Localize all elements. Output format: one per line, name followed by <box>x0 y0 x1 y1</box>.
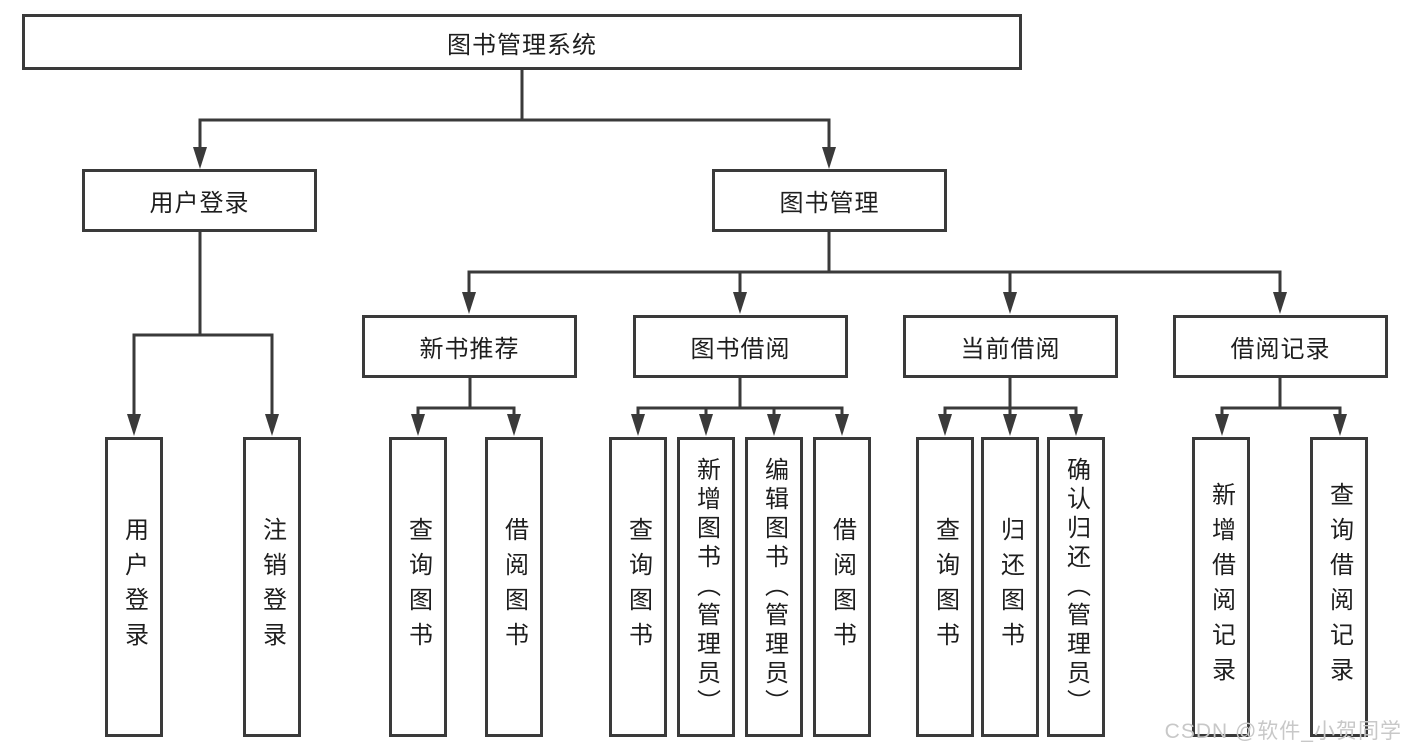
leaf-edit-book-admin: 编辑图书（管理员） <box>745 437 803 737</box>
node-book-borrow: 图书借阅 <box>633 315 848 378</box>
node-book-borrow-label: 图书借阅 <box>690 336 791 363</box>
node-user-login-label: 用户登录 <box>149 190 250 217</box>
node-book-management: 图书管理 <box>712 169 947 232</box>
node-current-borrow: 当前借阅 <box>903 315 1118 378</box>
leaf-confirm-return-admin: 确认归还（管理员） <box>1047 437 1105 737</box>
leaf-add-book-admin: 新增图书（管理员） <box>677 437 735 737</box>
leaf-add-book-admin-label: 新增图书（管理员） <box>692 456 720 718</box>
node-current-borrow-label: 当前借阅 <box>960 336 1061 363</box>
leaf-edit-book-admin-label: 编辑图书（管理员） <box>760 456 788 718</box>
leaf-query-book-recommend: 查询图书 <box>389 437 447 737</box>
node-book-management-label: 图书管理 <box>779 190 880 217</box>
leaf-logout-label: 注销登录 <box>258 517 286 657</box>
leaf-borrow-book: 借阅图书 <box>813 437 871 737</box>
watermark: CSDN @软件_小贺同学 <box>1164 720 1402 743</box>
node-new-book-recommend: 新书推荐 <box>362 315 577 378</box>
leaf-user-login: 用户登录 <box>105 437 163 737</box>
leaf-user-login-label: 用户登录 <box>120 517 148 657</box>
leaf-query-borrow-record-label: 查询借阅记录 <box>1325 482 1353 692</box>
leaf-query-book-current-label: 查询图书 <box>931 517 959 657</box>
leaf-borrow-book-recommend: 借阅图书 <box>485 437 543 737</box>
leaf-query-book-recommend-label: 查询图书 <box>404 517 432 657</box>
leaf-borrow-book-recommend-label: 借阅图书 <box>500 517 528 657</box>
leaf-query-book-borrow: 查询图书 <box>609 437 667 737</box>
leaf-return-book: 归还图书 <box>981 437 1039 737</box>
leaf-logout: 注销登录 <box>243 437 301 737</box>
leaf-query-book-borrow-label: 查询图书 <box>624 517 652 657</box>
leaf-confirm-return-admin-label: 确认归还（管理员） <box>1062 456 1090 718</box>
node-borrow-records: 借阅记录 <box>1173 315 1388 378</box>
node-root: 图书管理系统 <box>22 14 1022 70</box>
leaf-return-book-label: 归还图书 <box>996 517 1024 657</box>
leaf-add-borrow-record-label: 新增借阅记录 <box>1207 482 1235 692</box>
leaf-query-book-current: 查询图书 <box>916 437 974 737</box>
leaf-query-borrow-record: 查询借阅记录 <box>1310 437 1368 737</box>
node-user-login: 用户登录 <box>82 169 317 232</box>
leaf-borrow-book-label: 借阅图书 <box>828 517 856 657</box>
leaf-add-borrow-record: 新增借阅记录 <box>1192 437 1250 737</box>
node-borrow-records-label: 借阅记录 <box>1230 336 1331 363</box>
node-new-book-recommend-label: 新书推荐 <box>419 336 520 363</box>
node-root-label: 图书管理系统 <box>447 31 597 59</box>
